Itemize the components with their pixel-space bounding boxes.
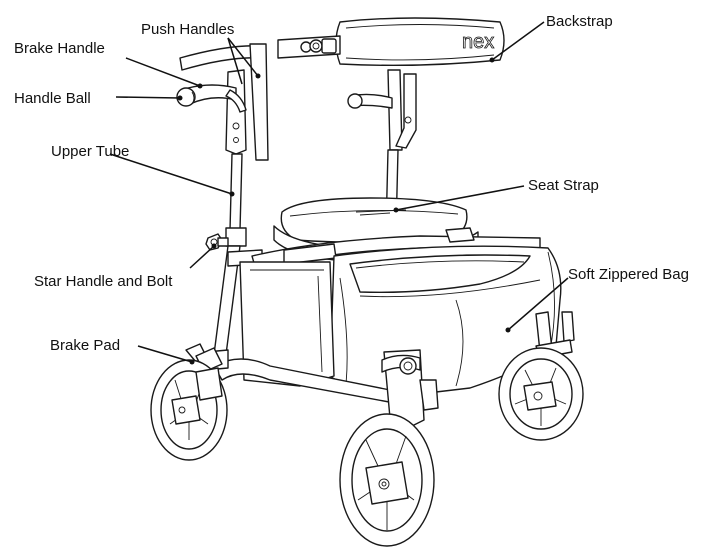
label-push-handles: Push Handles xyxy=(141,21,234,38)
star-handle-bolt xyxy=(205,233,229,251)
side-panel xyxy=(239,261,335,387)
backstrap-logo: nex xyxy=(462,31,494,53)
leader-brake-handle-dot xyxy=(197,83,203,89)
front-center-wheel xyxy=(339,413,435,547)
leader-backstrap xyxy=(491,21,545,61)
label-soft-zippered-bag: Soft Zippered Bag xyxy=(568,266,689,283)
part-labels: Push Handles Backstrap Brake Handle Hand… xyxy=(14,13,689,354)
rear-right-wheel xyxy=(498,347,584,441)
leader-push-handles-dot xyxy=(255,73,261,79)
leader-upper-tube-dot xyxy=(229,191,235,197)
label-upper-tube: Upper Tube xyxy=(51,143,129,160)
leader-brake-pad xyxy=(137,345,193,363)
leader-handle-ball-dot xyxy=(177,95,183,101)
leader-soft-zippered-bag-dot xyxy=(505,327,511,333)
label-brake-handle: Brake Handle xyxy=(14,40,105,57)
leader-backstrap-dot xyxy=(489,57,495,63)
leader-lines xyxy=(109,21,569,365)
label-star-handle-and-bolt: Star Handle and Bolt xyxy=(34,273,173,290)
leader-soft-zippered-bag xyxy=(507,277,569,331)
leader-seat-strap-dot xyxy=(393,207,399,213)
leader-brake-pad-dot xyxy=(189,359,195,365)
label-handle-ball: Handle Ball xyxy=(14,90,91,107)
leader-push-handles-2 xyxy=(227,37,243,85)
left-upper-tube xyxy=(211,153,247,371)
label-seat-strap: Seat Strap xyxy=(528,177,599,194)
label-brake-pad: Brake Pad xyxy=(50,337,120,354)
leader-seat-strap xyxy=(395,185,525,211)
leader-handle-ball xyxy=(115,96,181,99)
leader-star-handle-dot xyxy=(211,243,217,249)
leader-push-handles xyxy=(227,37,259,77)
rear-left-wheel xyxy=(150,359,228,461)
leader-upper-tube xyxy=(109,153,233,195)
walker-illustration: nex xyxy=(150,17,584,547)
leader-star-handle xyxy=(189,245,215,269)
label-backstrap: Backstrap xyxy=(546,13,613,30)
strap-buckle xyxy=(277,35,341,59)
front-fork-center xyxy=(381,349,439,429)
backstrap-pad: nex xyxy=(335,17,505,67)
leader-brake-handle xyxy=(125,57,201,87)
left-handle-frame xyxy=(176,43,269,161)
